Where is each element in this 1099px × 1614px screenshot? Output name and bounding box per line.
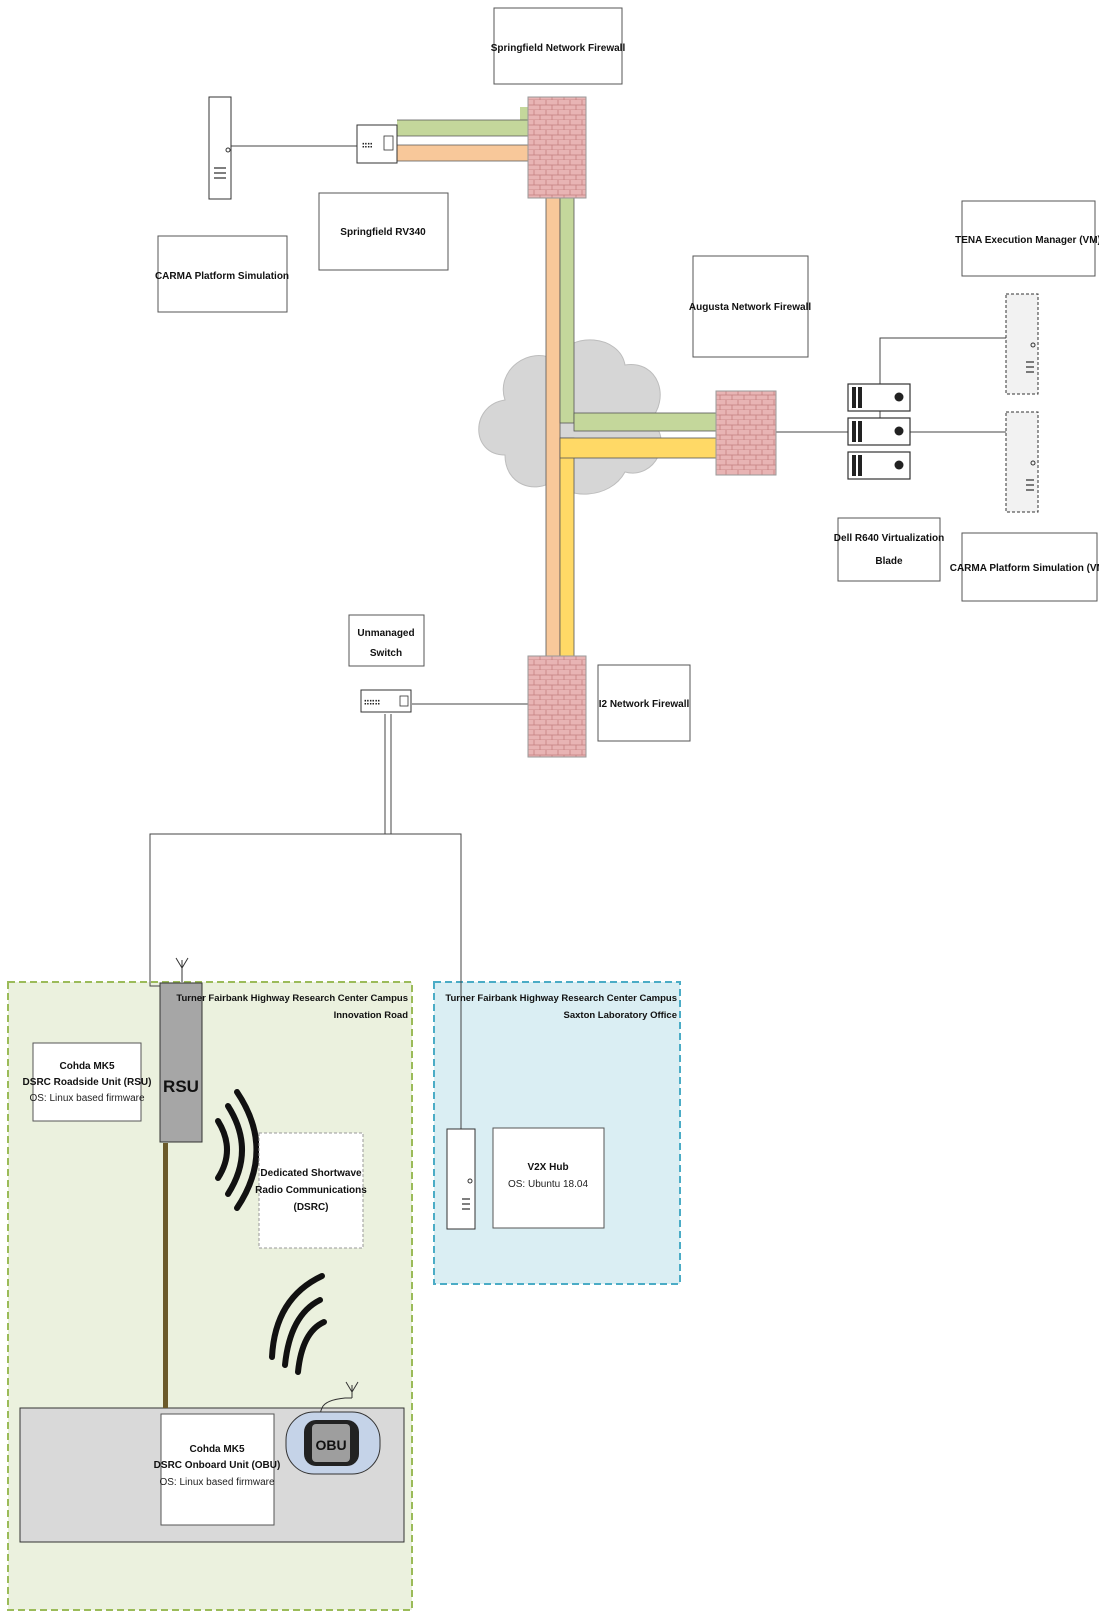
springfield-rv340-icon: ∷∷ xyxy=(357,125,397,163)
springfield-firewall-icon xyxy=(528,97,586,198)
rsu-pole xyxy=(163,1143,168,1408)
springfield-rv340-label: Springfield RV340 xyxy=(340,227,426,238)
dell-blade-label-2: Blade xyxy=(875,556,903,567)
dell-blade-box xyxy=(838,518,940,581)
svg-text:∷∷∷: ∷∷∷ xyxy=(364,698,380,708)
i2-firewall-label: I2 Network Firewall xyxy=(599,699,690,710)
rsu-badge: RSU xyxy=(163,1077,199,1096)
link-yellow-trunk xyxy=(560,438,574,658)
dsrc-line2: Radio Communications xyxy=(255,1185,367,1196)
unmanaged-switch-label-2: Switch xyxy=(370,648,402,659)
tena-manager-label: TENA Execution Manager (VM) xyxy=(955,235,1099,246)
dsrc-line1: Dedicated Shortwave xyxy=(260,1168,362,1179)
i2-firewall-icon xyxy=(528,656,586,757)
dell-blade-icon xyxy=(848,384,910,479)
innovation-zone-title: Turner Fairbank Highway Research Center … xyxy=(176,993,408,1004)
saxton-zone-title: Turner Fairbank Highway Research Center … xyxy=(445,993,677,1004)
unmanaged-switch-label-1: Unmanaged xyxy=(357,628,414,639)
v2x-hub-line2: OS: Ubuntu 18.04 xyxy=(508,1179,588,1190)
svg-text:∷∷: ∷∷ xyxy=(362,141,373,151)
carma-sim-label: CARMA Platform Simulation xyxy=(155,271,289,282)
innovation-zone-subtitle: Innovation Road xyxy=(334,1010,409,1021)
dsrc-line3: (DSRC) xyxy=(294,1202,329,1213)
rsu-device-icon xyxy=(160,958,202,1142)
rsu-info-line3: OS: Linux based firmware xyxy=(29,1093,144,1104)
tena-server-icon xyxy=(1006,294,1038,394)
carma-sim-server-icon xyxy=(209,97,231,199)
obu-info-line1: Cohda MK5 xyxy=(190,1444,245,1455)
augusta-firewall-icon xyxy=(716,391,776,475)
link-green-springfield xyxy=(397,107,528,128)
obu-info-line3: OS: Linux based firmware xyxy=(159,1477,274,1488)
rsu-info-line2: DSRC Roadside Unit (RSU) xyxy=(23,1077,152,1088)
obu-badge: OBU xyxy=(315,1437,346,1453)
springfield-firewall-label: Springfield Network Firewall xyxy=(491,43,626,54)
link-yellow-augusta xyxy=(560,438,716,458)
augusta-firewall-label: Augusta Network Firewall xyxy=(689,302,811,313)
v2x-hub-box xyxy=(493,1128,604,1228)
dell-blade-label-1: Dell R640 Virtualization xyxy=(834,533,944,544)
carma-vm-server-icon xyxy=(1006,412,1038,512)
carma-vm-label: CARMA Platform Simulation (VM) xyxy=(950,563,1099,574)
obu-info-line2: DSRC Onboard Unit (OBU) xyxy=(154,1460,281,1471)
unmanaged-switch-icon: ∷∷∷ xyxy=(361,690,411,712)
link-orange-trunk xyxy=(546,198,560,658)
link-green-augusta xyxy=(574,413,716,431)
link-green-trunk xyxy=(560,198,574,423)
saxton-zone-subtitle: Saxton Laboratory Office xyxy=(564,1010,678,1021)
v2x-hub-line1: V2X Hub xyxy=(527,1162,568,1173)
v2x-hub-server-icon xyxy=(447,1129,475,1229)
rsu-info-line1: Cohda MK5 xyxy=(60,1061,115,1072)
